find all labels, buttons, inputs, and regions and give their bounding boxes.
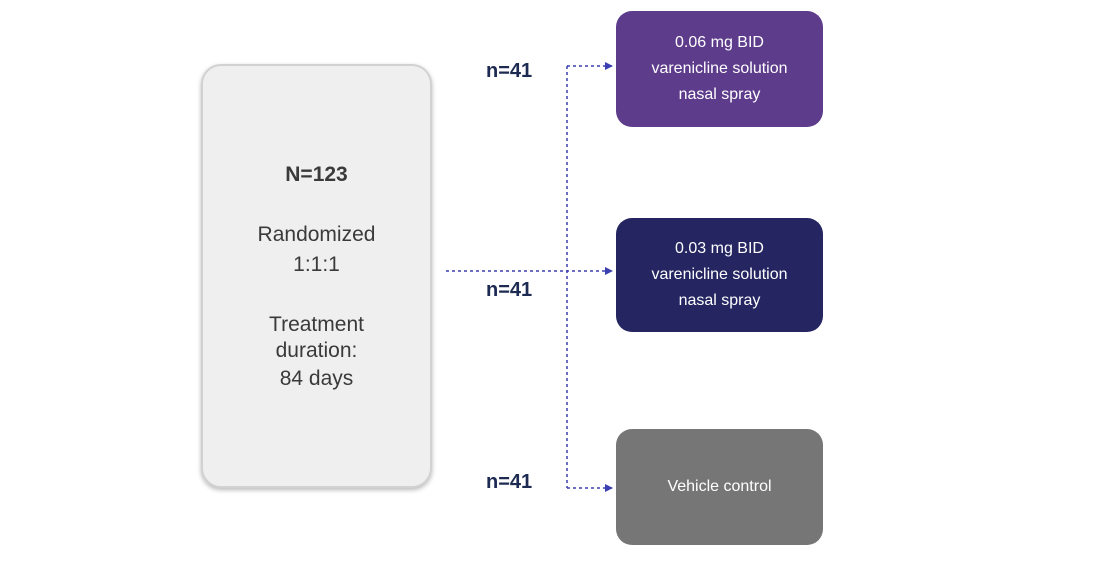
arm-2-sample-size: n=41	[486, 279, 533, 301]
arm-3-label: Vehicle control	[667, 478, 772, 495]
arm-1-sample-size: n=41	[486, 60, 533, 82]
arm-2-formulation: nasal spray	[678, 292, 761, 309]
arm-vehicle-box: Vehicle control	[616, 429, 823, 545]
arm-high-dose-box: 0.06 mg BID varenicline solution nasal s…	[616, 11, 823, 127]
arm-low-dose-box: 0.03 mg BID varenicline solution nasal s…	[616, 218, 823, 332]
arm-3-sample-size: n=41	[486, 471, 533, 493]
arm-2-drug: varenicline solution	[651, 266, 788, 283]
arm-1-drug: varenicline solution	[651, 60, 788, 77]
randomized-label: Randomized	[257, 223, 376, 246]
randomization-ratio: 1:1:1	[293, 253, 340, 276]
treatment-duration-label: Treatment	[269, 313, 364, 336]
arm-1-formulation: nasal spray	[678, 86, 761, 103]
treatment-duration-label-2: duration:	[275, 339, 358, 362]
total-enrollment: N=123	[285, 163, 348, 186]
arm-1-dose: 0.06 mg BID	[675, 34, 764, 51]
randomization-box: N=123 Randomized 1:1:1 Treatment duratio…	[201, 64, 432, 488]
treatment-duration-value: 84 days	[279, 367, 354, 390]
arm-2-dose: 0.03 mg BID	[675, 240, 764, 257]
